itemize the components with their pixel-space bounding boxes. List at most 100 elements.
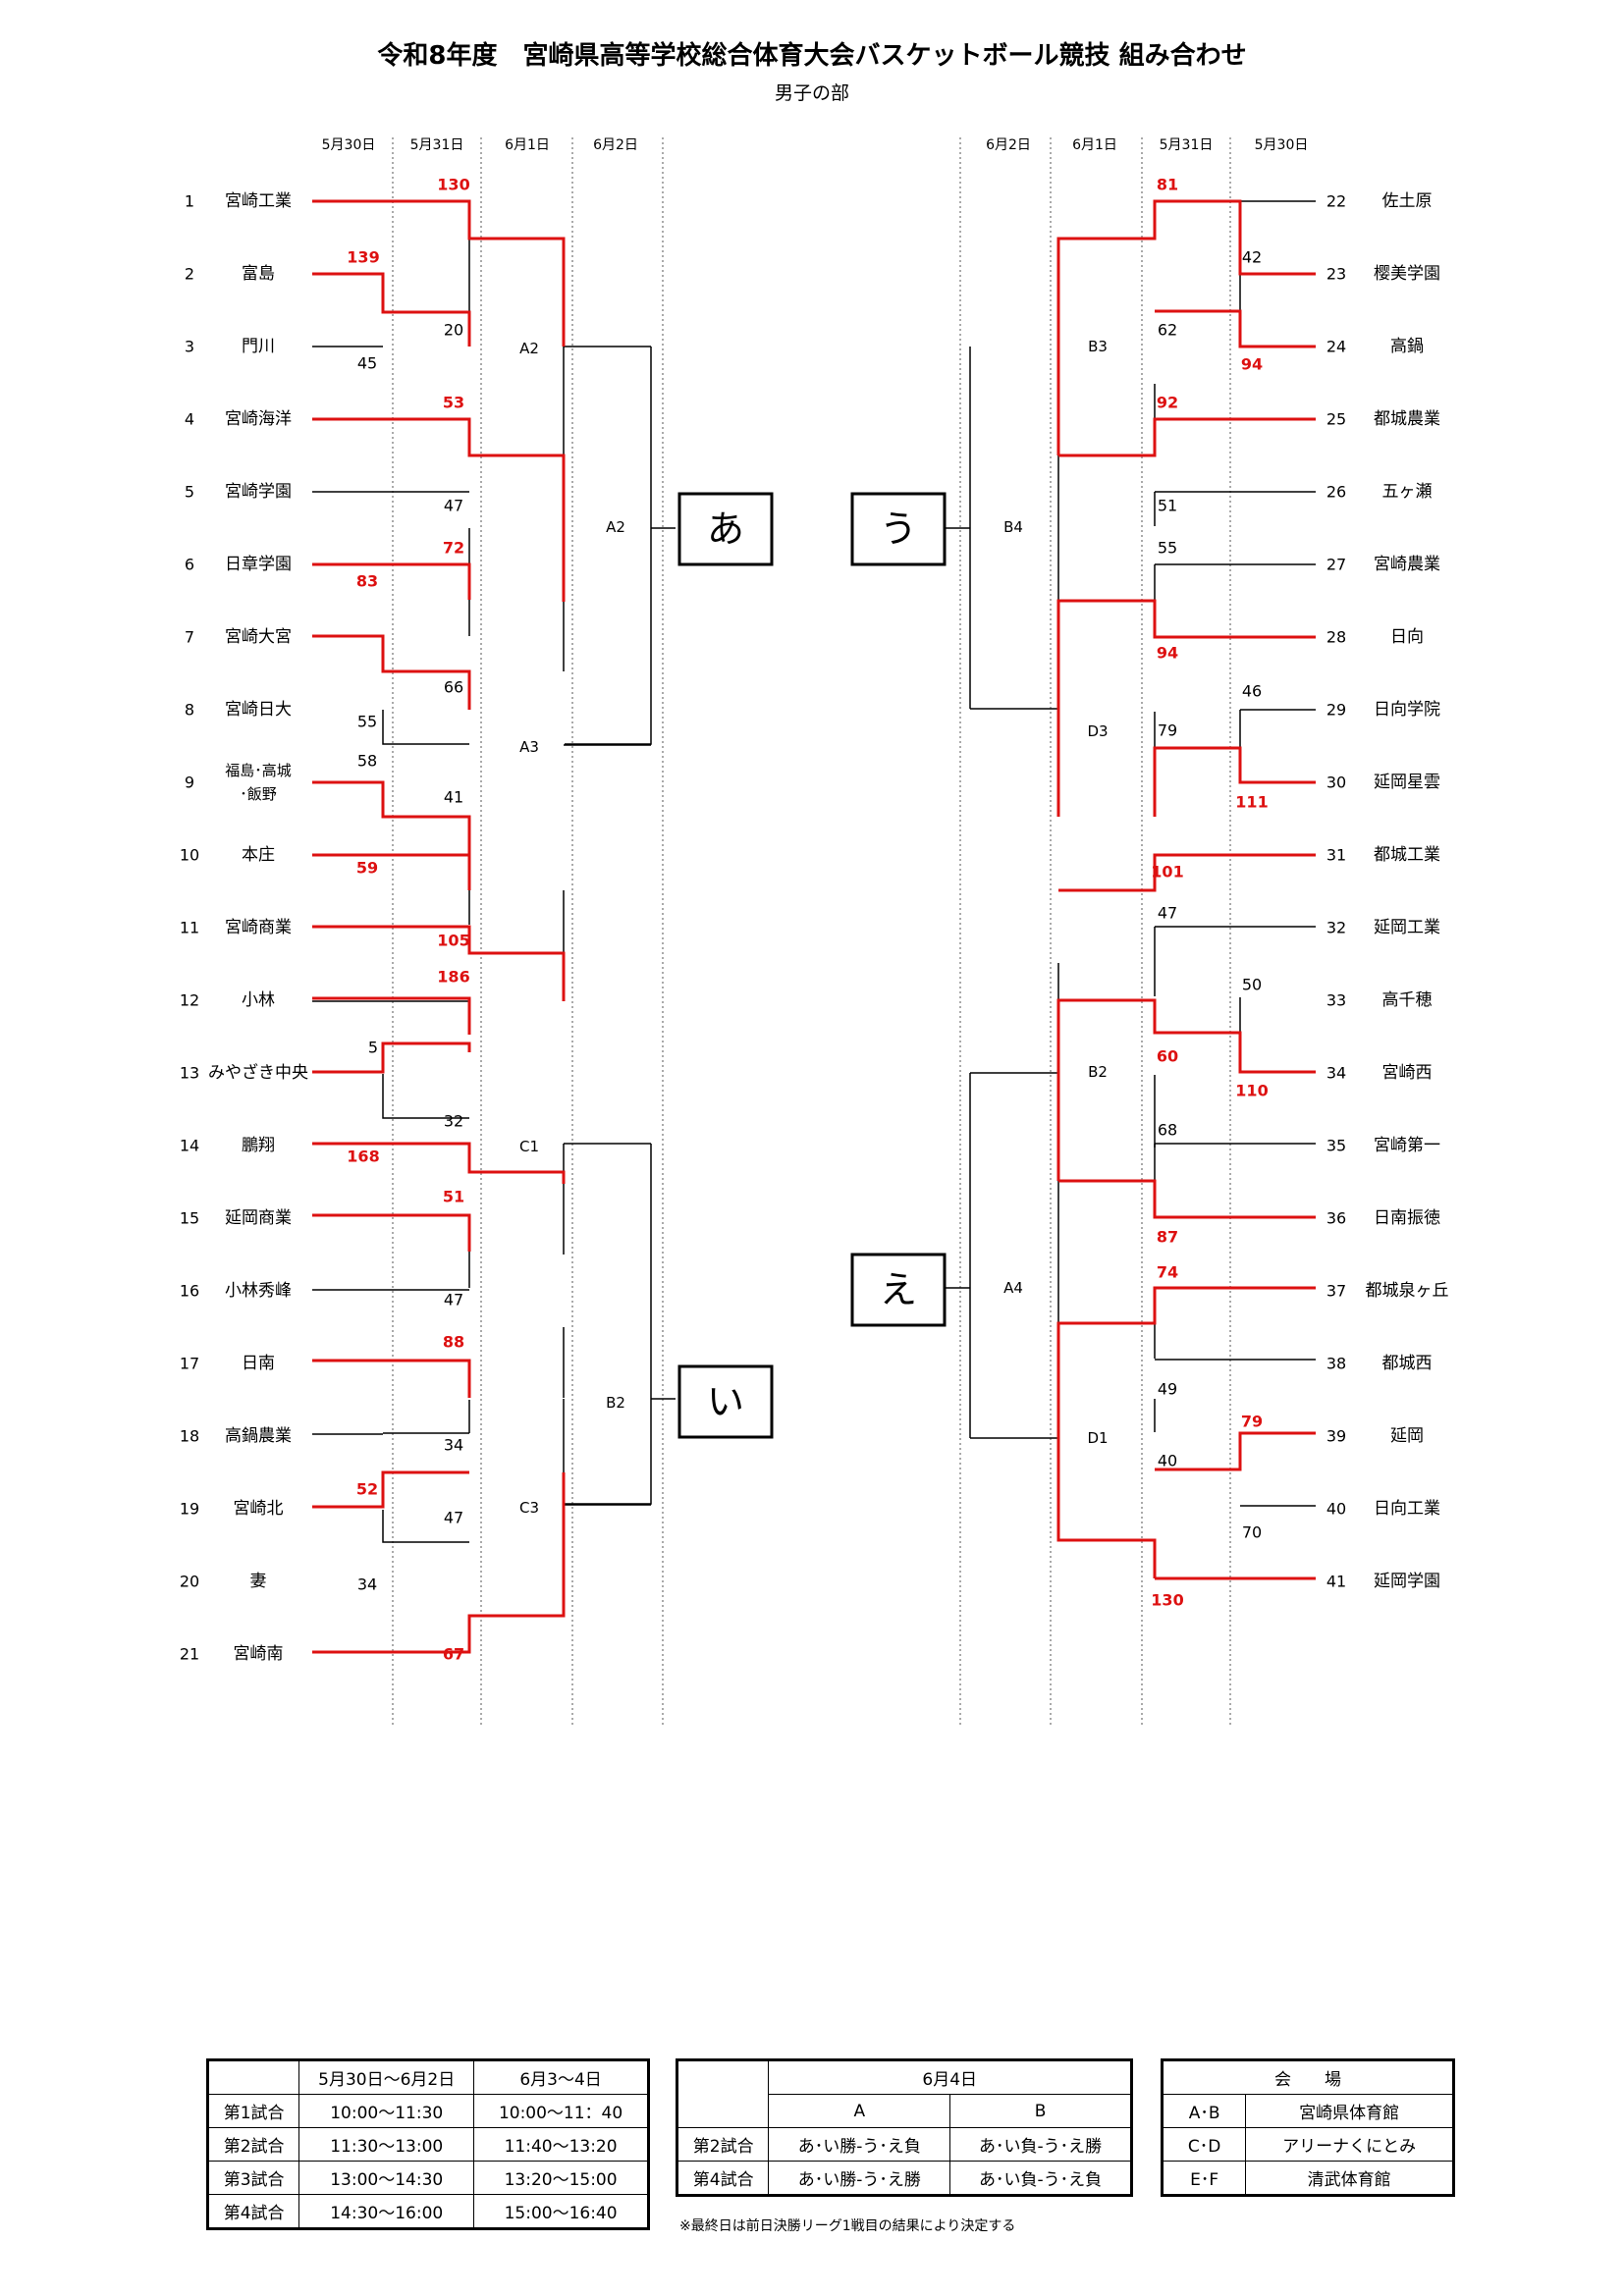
bracket-line [382, 274, 469, 313]
table-row: 5月30日～6月2日 6月3～4日 [206, 2059, 649, 2095]
score-label: 51 [443, 1188, 464, 1206]
score-label: 79 [1158, 721, 1177, 740]
team-number: 23 [1326, 265, 1346, 284]
court-label: A4 [1003, 1279, 1023, 1297]
winner-line [312, 1470, 469, 1509]
page-subtitle: 男子の部 [774, 82, 849, 104]
team-name: 宮崎農業 [1374, 555, 1440, 574]
team-name: 都城農業 [1374, 409, 1440, 429]
court-label: B4 [1003, 518, 1023, 536]
team-name: 門川 [242, 337, 275, 356]
team-number: 39 [1326, 1427, 1346, 1446]
winner-line [1056, 998, 1316, 1181]
team-number: 33 [1326, 991, 1346, 1010]
team-name: 都城工業 [1374, 845, 1440, 865]
court-label: B2 [1088, 1063, 1108, 1081]
date-header: 6月2日 [593, 137, 638, 153]
score-label: 58 [357, 752, 377, 771]
winner-line [1056, 199, 1316, 455]
table-row: A B [677, 2094, 1132, 2128]
winner-line [312, 996, 471, 1035]
score-label: 67 [443, 1645, 464, 1664]
team-number: 28 [1326, 628, 1346, 647]
score-label: 87 [1157, 1228, 1178, 1247]
team-name: 宮崎日大 [225, 700, 292, 720]
bracket-line [565, 1144, 652, 1505]
bracket-line [970, 963, 1059, 1074]
team-number: 4 [185, 410, 194, 429]
score-label: 88 [443, 1333, 464, 1352]
score-label: 52 [356, 1480, 378, 1499]
score-label: 60 [1157, 1047, 1178, 1066]
winner-line [312, 925, 566, 1001]
score-label: 110 [1235, 1082, 1268, 1100]
winner-line [1155, 309, 1316, 348]
team-number: 19 [180, 1500, 199, 1519]
winner-line [312, 634, 471, 710]
date-header: 6月2日 [986, 137, 1031, 153]
team-number: 21 [180, 1645, 199, 1664]
final-day-table: 6月4日 A B 第2試合あ･い勝-う･え負あ･い負-う･え勝 第4試合あ･い勝… [676, 2058, 1133, 2197]
team-number: 11 [180, 919, 199, 937]
team-number: 12 [180, 991, 199, 1010]
team-number: 18 [180, 1427, 199, 1446]
bracket-line [382, 710, 469, 745]
score-label: 94 [1241, 355, 1263, 374]
team-name: 日向工業 [1374, 1499, 1440, 1519]
score-label: 40 [1158, 1452, 1177, 1470]
team-name: 五ヶ瀬 [1382, 482, 1433, 502]
score-label: 70 [1242, 1523, 1262, 1542]
score-label: 83 [356, 572, 378, 591]
score-labels: 1301392045534772836655584159105186532168… [347, 176, 1268, 1664]
score-label: 130 [437, 176, 469, 194]
team-name: 延岡学園 [1374, 1572, 1440, 1591]
score-label: 101 [1151, 863, 1183, 881]
team-number: 38 [1326, 1355, 1346, 1373]
score-label: 46 [1242, 682, 1262, 701]
team-number: 15 [180, 1209, 199, 1228]
table-row: 第4試合あ･い勝-う･え勝あ･い負-う･え負 [676, 2161, 1132, 2196]
team-number: 17 [180, 1355, 199, 1373]
team-name: 本庄 [242, 845, 275, 865]
score-label: 50 [1242, 976, 1262, 994]
score-label: 34 [444, 1436, 463, 1455]
team-name: 日向 [1390, 627, 1424, 647]
team-number: 20 [180, 1573, 199, 1591]
winner-lines [312, 199, 1316, 1654]
score-label: 47 [1158, 904, 1177, 923]
team-name: 高千穂 [1382, 990, 1433, 1010]
date-header: 5月30日 [322, 137, 376, 153]
schedule-header: 6月3～4日 [473, 2059, 649, 2095]
date-header: 6月1日 [1072, 137, 1117, 153]
score-label: 49 [1158, 1380, 1177, 1399]
court-label: A2 [606, 518, 625, 536]
team-name: 日向学院 [1374, 700, 1440, 720]
score-label: 139 [347, 248, 379, 267]
venue-header: 会 場 [1162, 2059, 1454, 2095]
winner-line [1058, 1179, 1316, 1219]
team-number: 13 [180, 1064, 199, 1083]
score-label: 111 [1235, 793, 1268, 812]
score-label: 20 [444, 321, 463, 340]
team-name: 小林 [242, 990, 275, 1010]
team-name: 延岡商業 [225, 1208, 292, 1228]
team-name: 宮崎海洋 [225, 409, 292, 429]
score-label: 130 [1151, 1591, 1183, 1610]
court-label: B3 [1088, 338, 1108, 355]
score-label: 32 [444, 1112, 463, 1131]
score-label: 34 [357, 1575, 377, 1594]
team-number: 25 [1326, 410, 1346, 429]
score-label: 47 [444, 497, 463, 515]
group-box [677, 492, 774, 566]
team-name: みやざき中央 [208, 1062, 308, 1083]
score-label: 92 [1157, 394, 1178, 412]
table-row: 第2試合あ･い勝-う･え負あ･い負-う･え勝 [676, 2127, 1132, 2162]
winner-line [1056, 599, 1316, 817]
team-name: ･飯野 [240, 785, 277, 803]
score-label: 47 [444, 1509, 463, 1527]
